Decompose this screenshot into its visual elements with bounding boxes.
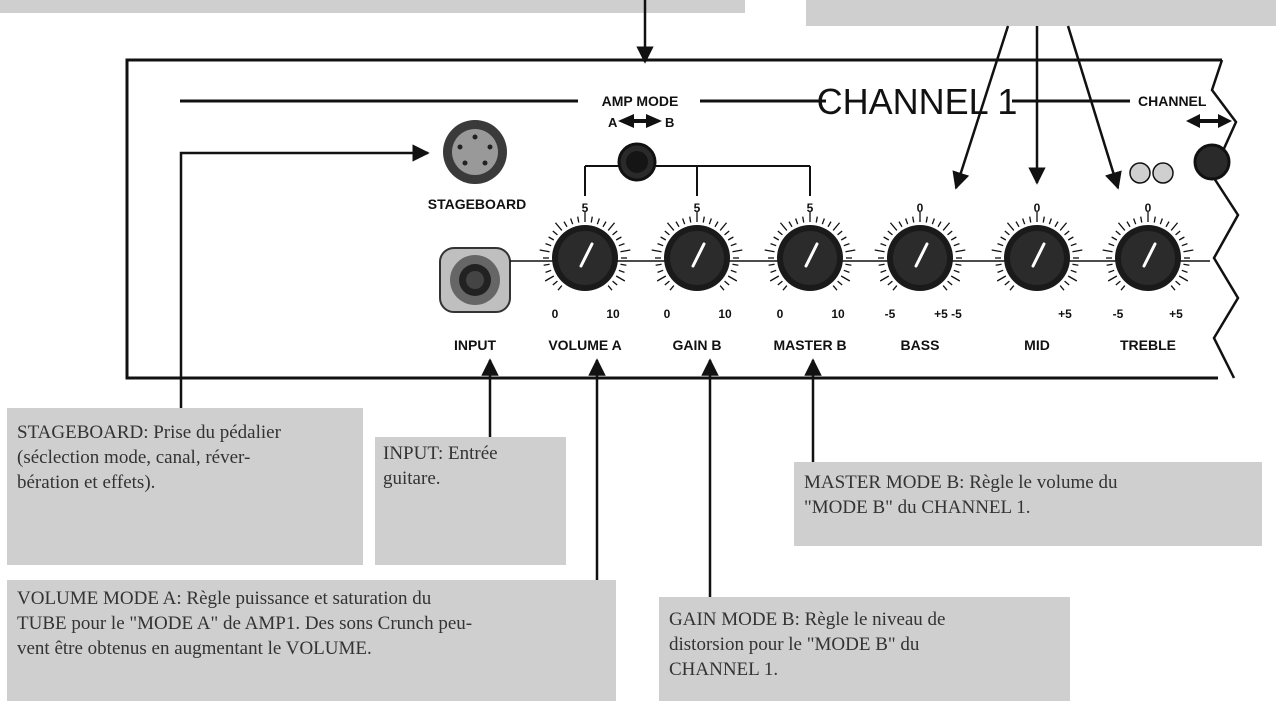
knob-label: MASTER B	[773, 337, 846, 353]
amp-mode-a: A	[608, 115, 618, 130]
knob-scale-top: 0	[917, 201, 924, 215]
knob-scale-top: 5	[807, 201, 814, 215]
knob-scale-min: 0	[664, 307, 671, 321]
knob-scale-top: 5	[582, 201, 589, 215]
channel-arrow	[1186, 114, 1232, 128]
knob-scale-max: +5	[1058, 307, 1072, 321]
knob-scale-max: +5 -5	[934, 307, 962, 321]
led-1	[1129, 162, 1151, 184]
knob-label: TREBLE	[1120, 337, 1176, 353]
knob-scale-top: 0	[1145, 201, 1152, 215]
knob-label: MID	[1024, 337, 1050, 353]
knob-bass: 0 -5 +5 -5 BASS	[874, 201, 966, 353]
knob-pointer	[579, 242, 594, 268]
knob-scale-min: 0	[777, 307, 784, 321]
led-2	[1152, 162, 1174, 184]
knob-pointer	[691, 242, 706, 268]
leader-stageboard	[179, 144, 430, 408]
volume-callout: VOLUME MODE A: Règle puissance et satura…	[7, 580, 616, 701]
panel-torn-edge	[1210, 59, 1240, 379]
knob-pointer	[1142, 242, 1157, 268]
knob-scale-min: -5	[885, 307, 896, 321]
master-callout: MASTER MODE B: Règle le volume du "MODE …	[794, 462, 1262, 546]
gain-callout: GAIN MODE B: Règle le niveau de distorsi…	[659, 597, 1070, 701]
knob-pointer	[1031, 242, 1046, 268]
channel-switch-button	[1193, 143, 1231, 181]
channel2-label: CHANNEL	[1138, 93, 1207, 109]
amp-mode-label: AMP MODE	[602, 93, 679, 109]
input-callout: INPUT: Entrée guitare.	[375, 437, 566, 565]
knob-scale-top: 0	[1034, 201, 1041, 215]
input-label: INPUT	[454, 337, 496, 353]
knob-scale-max: 10	[718, 307, 732, 321]
stageboard-label: STAGEBOARD	[428, 196, 527, 212]
amp-mode-b: B	[665, 115, 674, 130]
knob-scale-min: -5	[1113, 307, 1124, 321]
knob-pointer	[804, 242, 819, 268]
knob-scale-max: +5	[1169, 307, 1183, 321]
knob-label: GAIN B	[673, 337, 722, 353]
leader-treble	[1066, 25, 1122, 190]
knob-scale-max: 10	[606, 307, 620, 321]
top-right-callout	[806, 0, 1276, 26]
leader-bass	[952, 25, 1010, 190]
knob-scale-top: 5	[694, 201, 701, 215]
panel-outline	[125, 58, 1222, 380]
knob-scale-max: 10	[831, 307, 845, 321]
knob-pointer	[914, 242, 929, 268]
knob-label: BASS	[901, 337, 940, 353]
stageboard-callout: STAGEBOARD: Prise du pédalier (séclectio…	[7, 408, 363, 565]
top-left-callout	[0, 0, 745, 13]
knob-label: VOLUME A	[548, 337, 621, 353]
amp-mode-arrow	[618, 114, 662, 128]
knob-scale-min: 0	[552, 307, 559, 321]
